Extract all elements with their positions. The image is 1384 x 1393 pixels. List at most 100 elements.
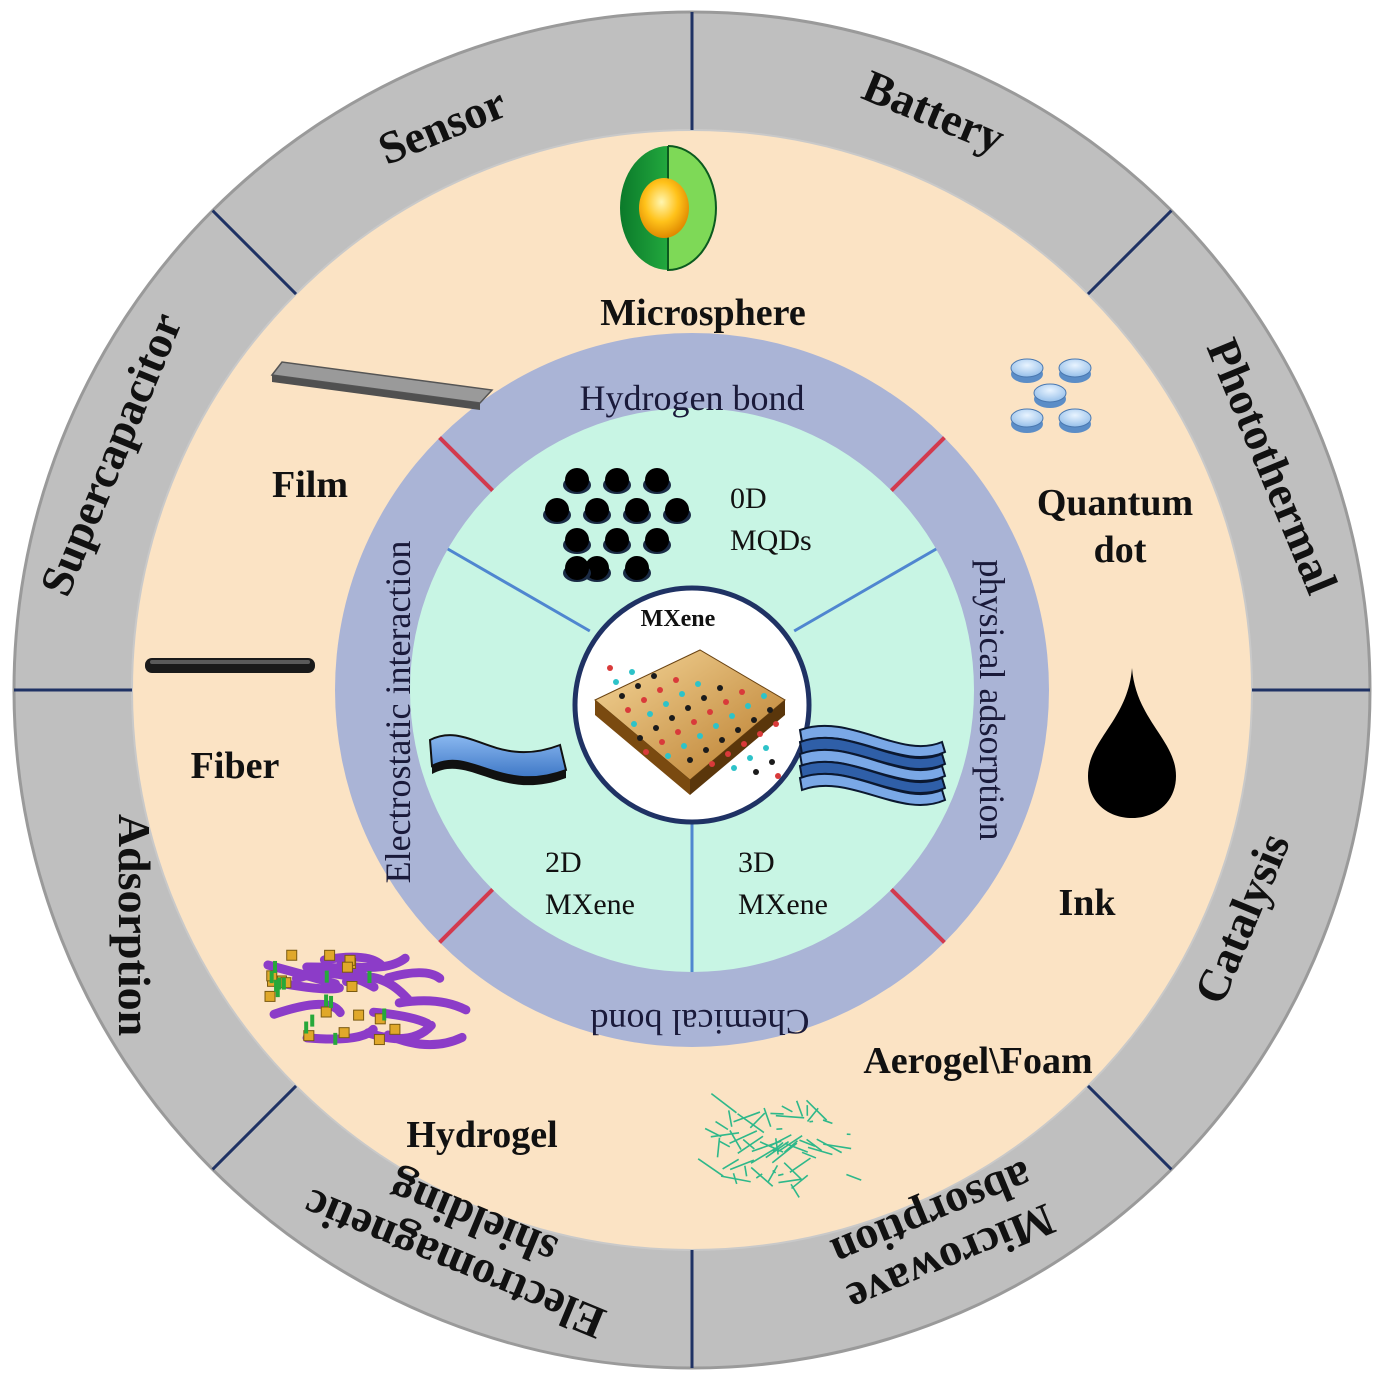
mxene-core: MXene [575,588,809,822]
lattice-atom [753,769,759,775]
form-label-fiber: Fiber [191,745,280,787]
form-label-microsphere: Microsphere [600,292,805,334]
mqd-dot-top [565,468,589,492]
lattice-atom [631,721,637,727]
lattice-atom [745,703,751,709]
bond-label-hydrogen: Hydrogen bond [580,378,805,418]
lattice-atom [751,717,757,723]
bond-label-physical-adsorption: physical adsorption [972,560,1012,841]
hydrogel-node [390,1024,400,1034]
form-label-hydrogel: Hydrogel [406,1114,557,1156]
lattice-atom [747,755,753,761]
lattice-atom [723,699,729,705]
lattice-atom [735,727,741,733]
hydrogel-node [342,962,352,972]
mqd-dot-top [545,498,569,522]
hydrogel-node [339,1028,349,1038]
form-label-film: Film [272,464,348,506]
hydrogel-linker [382,1008,386,1020]
lattice-atom [703,747,709,753]
lattice-atom [653,725,659,731]
lattice-atom [741,741,747,747]
lattice-atom [773,721,779,727]
hydrogel-linker [329,996,333,1008]
hydrogel-linker [367,971,371,983]
lattice-atom [607,665,613,671]
lattice-atom [637,735,643,741]
lattice-atom [663,701,669,707]
lattice-atom [767,707,773,713]
lattice-atom [681,743,687,749]
lattice-atom [739,689,745,695]
hydrogel-linker [282,978,286,990]
lattice-atom [713,723,719,729]
lattice-atom [675,729,681,735]
mqd-dot-top [565,528,589,552]
lattice-atom [651,673,657,679]
lattice-atom [657,687,663,693]
lattice-atom [769,759,775,765]
lattice-atom [679,691,685,697]
lattice-atom [673,677,679,683]
mqd-dot-top [645,528,669,552]
quantum-dot-top [1034,384,1066,402]
quantum-dot-top [1011,359,1043,377]
mqd-dot-top [625,556,649,580]
lattice-atom [709,761,715,767]
mqd-dot-top [565,556,589,580]
form-label-aerogel-foam: Aerogel\Foam [863,1040,1092,1082]
hydrogel-node [354,1010,364,1020]
hydrogel-node [265,991,275,1001]
lattice-atom [685,705,691,711]
bond-label-electrostatic: Electrostatic interaction [378,541,418,884]
mqd-dot-top [605,468,629,492]
lattice-atom [625,707,631,713]
lattice-atom [729,713,735,719]
lattice-atom [775,773,781,779]
lattice-atom [629,669,635,675]
form-label-ink: Ink [1058,882,1116,924]
lattice-atom [761,693,767,699]
hydrogel-linker [273,961,277,973]
lattice-atom [725,751,731,757]
lattice-atom [665,753,671,759]
bond-label-chemical: Chemical bond [591,1002,810,1042]
hydrogel-linker [304,1022,308,1034]
mqd-dot-top [645,468,669,492]
mqd-dot-top [665,498,689,522]
lattice-atom [757,731,763,737]
lattice-atom [659,739,665,745]
hydrogel-linker [325,971,329,983]
lattice-atom [619,693,625,699]
lattice-atom [635,683,641,689]
lattice-atom [613,679,619,685]
microsphere-icon [620,146,716,270]
hydrogel-linker [276,985,280,997]
lattice-atom [687,757,693,763]
hydrogel-node [374,1035,384,1045]
hydrogel-node [347,982,357,992]
lattice-atom [701,695,707,701]
lattice-atom [731,765,737,771]
hydrogel-linker [333,1033,337,1045]
mqd-dot-top [625,498,649,522]
aerogel-strand [809,1121,813,1122]
lattice-atom [641,697,647,703]
lattice-atom [763,745,769,751]
fiber-icon [145,658,315,673]
mqd-dot-top [605,528,629,552]
lattice-atom [643,749,649,755]
quantum-dot-top [1059,409,1091,427]
quantum-dot-top [1059,359,1091,377]
hydrogel-node [321,1007,331,1017]
lattice-atom [697,733,703,739]
mqd-dot-top [585,498,609,522]
lattice-atom [719,737,725,743]
lattice-atom [695,681,701,687]
lattice-atom [717,685,723,691]
lattice-atom [707,709,713,715]
app-label-adsorption: Adsorption [109,814,160,1036]
lattice-atom [647,711,653,717]
